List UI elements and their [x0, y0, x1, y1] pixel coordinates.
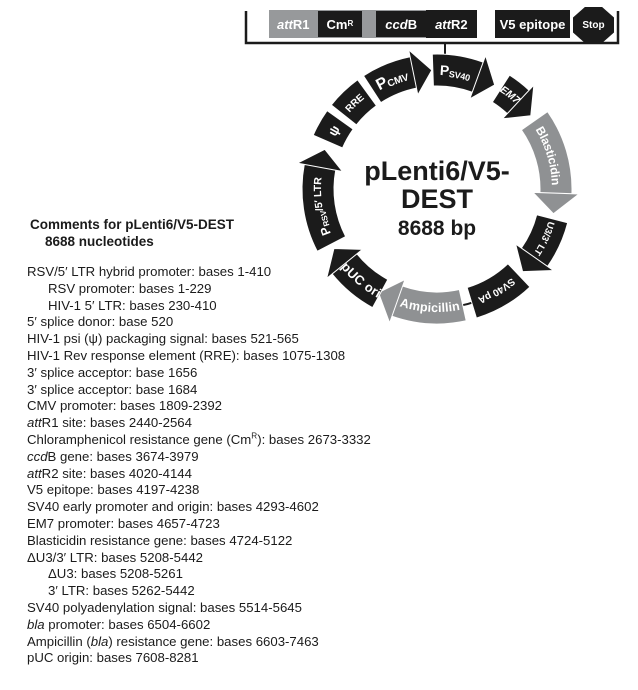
- label-run: P: [439, 62, 449, 79]
- cassette-box-attR1: attR1: [269, 17, 318, 32]
- text-run: ΔU3/3′ LTR: bases 5208-5442: [27, 549, 203, 565]
- comment-line: EM7 promoter: bases 4657-4723: [27, 516, 371, 533]
- comment-line: HIV-1 psi (ψ) packaging signal: bases 52…: [27, 331, 371, 348]
- comment-line: CMV promoter: bases 1809-2392: [27, 398, 371, 415]
- text-run: bla: [27, 616, 45, 632]
- text-run: V5 epitope: [499, 16, 566, 32]
- stop-label: Stop: [582, 19, 605, 31]
- text-run: promoter: bases 6504-6602: [44, 616, 211, 632]
- text-run: Blasticidin resistance gene: bases 4724-…: [27, 532, 293, 548]
- text-run: pUC origin: bases 7608-8281: [27, 650, 199, 666]
- text-run: ccd: [27, 448, 48, 464]
- text-run: R1 site: bases 2440-2564: [41, 415, 192, 431]
- plasmid-segment-prsv-5ltr: [295, 148, 347, 253]
- text-run: V5 epitope: bases 4197-4238: [27, 482, 200, 498]
- text-run: HIV-1 5′ LTR: bases 230-410: [48, 297, 217, 313]
- comment-line: Blasticidin resistance gene: bases 4724-…: [27, 533, 371, 550]
- text-run: bla: [90, 633, 109, 649]
- plasmid-size: 8688 bp: [397, 217, 477, 240]
- text-run: ): bases 2673-3332: [257, 431, 371, 447]
- comment-line: Ampicillin (bla) resistance gene: bases …: [27, 634, 371, 651]
- text-run: att: [435, 16, 451, 32]
- text-run: 3′ splice acceptor: base 1656: [27, 364, 198, 380]
- text-run: R2 site: bases 4020-4144: [41, 465, 192, 481]
- comment-line: Chloramphenicol resistance gene (CmR): b…: [27, 432, 371, 449]
- comment-line: 5′ splice donor: base 520: [27, 314, 371, 331]
- text-run: R2: [450, 16, 468, 32]
- text-run: SV40 early promoter and origin: bases 42…: [27, 499, 319, 515]
- cassette-bracket: [244, 11, 620, 45]
- text-run: B gene: bases 3674-3979: [47, 448, 199, 464]
- text-run: att: [277, 16, 293, 32]
- text-run: ) resistance gene: bases 6603-7463: [108, 633, 319, 649]
- plasmid-name-line2: DEST: [400, 184, 473, 214]
- comment-line: pUC origin: bases 7608-8281: [27, 650, 371, 667]
- comment-line: RSV promoter: bases 1-229: [48, 281, 371, 298]
- comment-line: HIV-1 5′ LTR: bases 230-410: [48, 298, 371, 315]
- comments-subheading: 8688 nucleotides: [45, 234, 154, 249]
- label-run: SV40: [448, 69, 471, 83]
- plasmid-segment-delta-u3-3ltr: [514, 214, 569, 273]
- text-run: att: [27, 465, 42, 481]
- text-run: Chloramphenicol resistance gene (Cm: [27, 431, 252, 447]
- text-run: 3′ splice acceptor: base 1684: [27, 381, 198, 397]
- plasmid-name-line1: pLenti6/V5-: [364, 156, 510, 186]
- text-run: R: [251, 431, 258, 441]
- text-run: ΔU3: bases 5208-5261: [48, 566, 183, 582]
- label-run: /5′ LTR: [312, 176, 326, 212]
- plasmid-segment-psi: [312, 109, 354, 149]
- text-run: att: [27, 415, 42, 431]
- comment-line: ΔU3: bases 5208-5261: [48, 566, 371, 583]
- stop-sign: Stop: [573, 7, 614, 43]
- plasmid-segment-pcmv: [362, 48, 433, 104]
- comment-line: V5 epitope: bases 4197-4238: [27, 482, 371, 499]
- plasmid-segment-puc-ori: [325, 247, 389, 309]
- comment-line: attR2 site: bases 4020-4144: [27, 466, 371, 483]
- comment-line: ccdB gene: bases 3674-3979: [27, 449, 371, 466]
- label-run: RSV: [318, 209, 331, 228]
- comment-line: attR1 site: bases 2440-2564: [27, 415, 371, 432]
- plasmid-segment-ampicillin: [377, 278, 467, 325]
- text-run: SV40 polyadenylation signal: bases 5514-…: [27, 599, 302, 615]
- plasmid-segment-blasticidin: [520, 110, 581, 215]
- text-run: B: [407, 16, 418, 32]
- text-run: Ampicillin (: [27, 633, 91, 649]
- cassette-box-v5-epitope: V5 epitope: [495, 10, 570, 38]
- comment-line: SV40 polyadenylation signal: bases 5514-…: [27, 600, 371, 617]
- comments-panel: Comments for pLenti6/V5-DEST 8688 nucleo…: [27, 216, 371, 667]
- plasmid-title: pLenti6/V5- DEST 8688 bp: [312, 157, 562, 241]
- comment-line: bla promoter: bases 6504-6602: [27, 617, 371, 634]
- plasmid-segment-rre: [330, 79, 378, 126]
- comment-line: ΔU3/3′ LTR: bases 5208-5442: [27, 550, 371, 567]
- comment-line: SV40 early promoter and origin: bases 42…: [27, 499, 371, 516]
- text-run: ccd: [385, 16, 408, 32]
- plasmid-label-psv40: PSV40: [439, 62, 471, 83]
- text-run: HIV-1 Rev response element (RRE): bases …: [27, 347, 346, 363]
- comment-line: 3′ splice acceptor: base 1656: [27, 365, 371, 382]
- comment-line: HIV-1 Rev response element (RRE): bases …: [27, 348, 371, 365]
- comment-line: 3′ splice acceptor: base 1684: [27, 382, 371, 399]
- text-run: 3′ LTR: bases 5262-5442: [48, 583, 195, 599]
- plasmid-segment-sv40-pa: [466, 263, 531, 319]
- plasmid-segment-em7: [491, 74, 535, 120]
- plasmid-segment-psv40: [431, 53, 496, 100]
- plasmid-label-text-psv40: PSV40: [439, 62, 471, 83]
- text-run: RSV/5′ LTR hybrid promoter: bases 1-410: [27, 264, 272, 279]
- text-run: RSV promoter: bases 1-229: [48, 280, 212, 296]
- text-run: R1: [292, 16, 310, 32]
- comment-line: 3′ LTR: bases 5262-5442: [48, 583, 371, 600]
- text-run: Cm: [326, 16, 348, 32]
- text-run: EM7 promoter: bases 4657-4723: [27, 515, 220, 531]
- comment-line: RSV/5′ LTR hybrid promoter: bases 1-410: [27, 264, 371, 281]
- text-run: HIV-1 psi (ψ) packaging signal: bases 52…: [27, 331, 299, 347]
- text-run: CMV promoter: bases 1809-2392: [27, 398, 222, 414]
- comments-heading: Comments for pLenti6/V5-DEST: [30, 217, 235, 232]
- text-run: 5′ splice donor: base 520: [27, 314, 174, 330]
